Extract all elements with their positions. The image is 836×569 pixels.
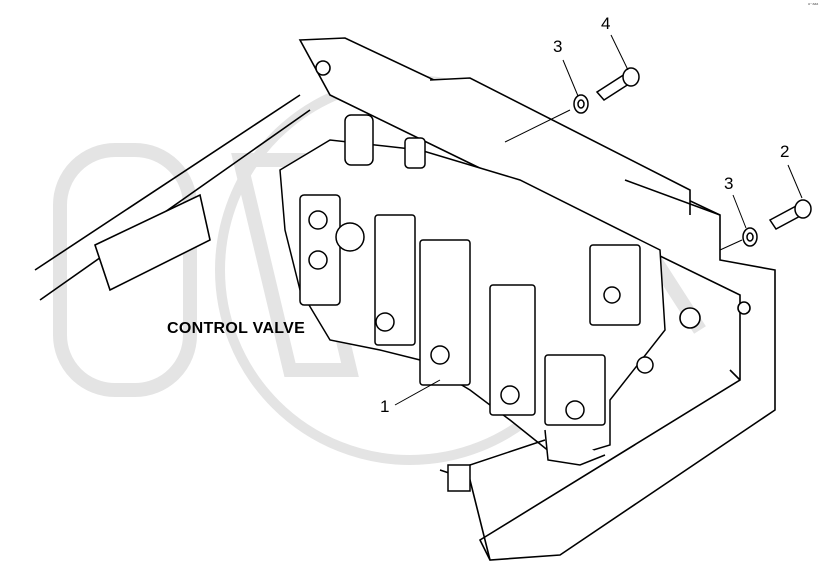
leader-3-right: [732, 194, 747, 229]
mounting-bracket: [298, 37, 776, 561]
leader-lines: [394, 34, 803, 406]
hardware: [573, 67, 812, 247]
leader-4: [610, 34, 629, 71]
callout-3-right: 3: [724, 174, 734, 193]
leader-2: [787, 164, 803, 199]
corner-mark: ᵃ⁻ᵃᵃᵃ: [808, 2, 819, 8]
leader-3-upper: [562, 59, 579, 97]
caption-control-valve: CONTROL VALVE: [167, 320, 306, 337]
callout-1: 1: [380, 397, 390, 416]
callout-2: 2: [780, 142, 790, 161]
center-lines: [504, 109, 743, 251]
control-valve-assembly: [279, 114, 666, 492]
callout-4: 4: [601, 14, 611, 33]
leader-1: [394, 379, 441, 406]
callout-3-upper: 3: [553, 37, 563, 56]
